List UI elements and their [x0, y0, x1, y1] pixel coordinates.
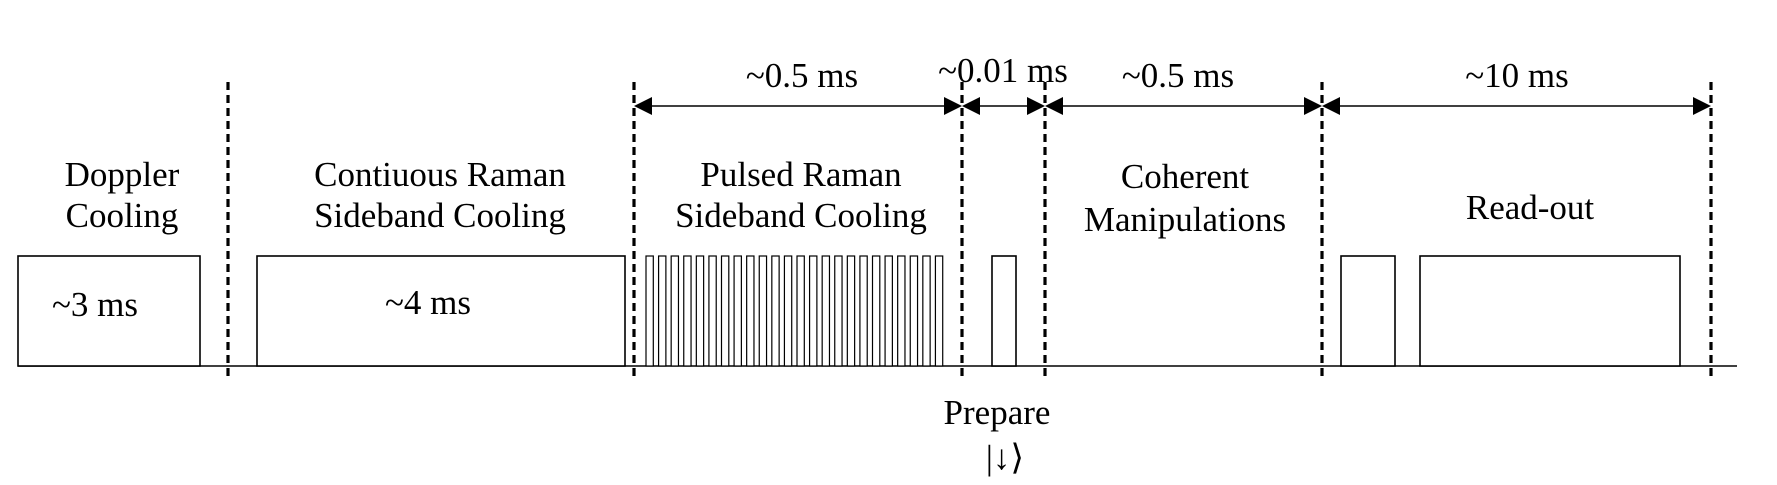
pulsed-raman-pulse	[657, 255, 667, 367]
continuous-raman-label-line2: Sideband Cooling	[314, 196, 566, 235]
continuous-raman-duration-label: ~4 ms	[385, 283, 471, 322]
pulsed-raman-pulse	[934, 255, 944, 367]
doppler-cooling-label-line2: Cooling	[66, 196, 179, 235]
arrowhead-right	[944, 97, 962, 115]
arrowhead-right	[1693, 97, 1711, 115]
pulsed-raman-pulse	[834, 255, 843, 367]
prepare-duration-label: ~0.01 ms	[938, 51, 1068, 90]
pulsed-raman-pulse	[821, 255, 831, 367]
pulsed-raman-pulse	[695, 255, 705, 367]
dimension-coherent	[1045, 97, 1322, 115]
arrowhead-left	[1322, 97, 1340, 115]
pulsed-raman-pulse	[670, 255, 680, 367]
pulsed-raman-pulse	[808, 255, 818, 367]
readout-label: Read-out	[1466, 188, 1595, 227]
pulsed-raman-pulse	[771, 255, 780, 367]
readout-duration-label: ~10 ms	[1465, 56, 1569, 95]
pulsed-raman-pulse	[897, 255, 906, 367]
pulsed-raman-pulse	[846, 255, 856, 367]
pulsed-raman-pulse	[758, 255, 768, 367]
dimension-pulsed	[634, 97, 962, 115]
arrowhead-right	[1027, 97, 1045, 115]
prepare-state-label: |↓⟩	[986, 438, 1024, 477]
pulsed-raman-pulse	[796, 255, 805, 367]
doppler-duration-label: ~3 ms	[52, 285, 138, 324]
arrowhead-left	[634, 97, 652, 115]
readout-pulse-long	[1419, 255, 1681, 367]
arrowhead-left	[962, 97, 980, 115]
pulsed-raman-pulse	[720, 255, 730, 367]
pulsed-raman-label-line2: Sideband Cooling	[675, 196, 927, 235]
arrowhead-right	[1304, 97, 1322, 115]
pulsed-raman-pulse	[871, 255, 881, 367]
arrowhead-left	[1045, 97, 1063, 115]
pulsed-raman-pulse	[733, 255, 742, 367]
pulsed-raman-label-line1: Pulsed Raman	[700, 155, 901, 194]
pulsed-raman-pulse	[645, 255, 654, 367]
pulsed-raman-pulse	[922, 255, 931, 367]
coherent-duration-label: ~0.5 ms	[1122, 56, 1234, 95]
prepare-pulse	[991, 255, 1017, 367]
pulsed-raman-pulse	[859, 255, 868, 367]
pulsed-raman-pulse	[884, 255, 893, 367]
doppler-cooling-label-line1: Doppler	[65, 155, 180, 194]
pulsed-duration-label: ~0.5 ms	[746, 56, 858, 95]
doppler-cooling-pulse	[17, 255, 201, 367]
coherent-label-line1: Coherent	[1121, 157, 1250, 196]
prepare-label: Prepare	[944, 393, 1051, 432]
continuous-raman-label-line1: Contiuous Raman	[314, 155, 566, 194]
pulsed-raman-pulse	[909, 255, 919, 367]
dimension-readout	[1322, 97, 1711, 115]
pulsed-raman-pulse	[746, 255, 755, 367]
readout-pulse-short	[1340, 255, 1396, 367]
pulsed-raman-pulse	[683, 255, 692, 367]
pulsed-raman-pulse	[783, 255, 793, 367]
coherent-label-line2: Manipulations	[1084, 200, 1286, 239]
continuous-raman-pulse	[256, 255, 626, 367]
pulsed-raman-pulse-train	[645, 255, 944, 367]
dimension-prepare	[962, 97, 1045, 115]
pulsed-raman-pulse	[708, 255, 717, 367]
